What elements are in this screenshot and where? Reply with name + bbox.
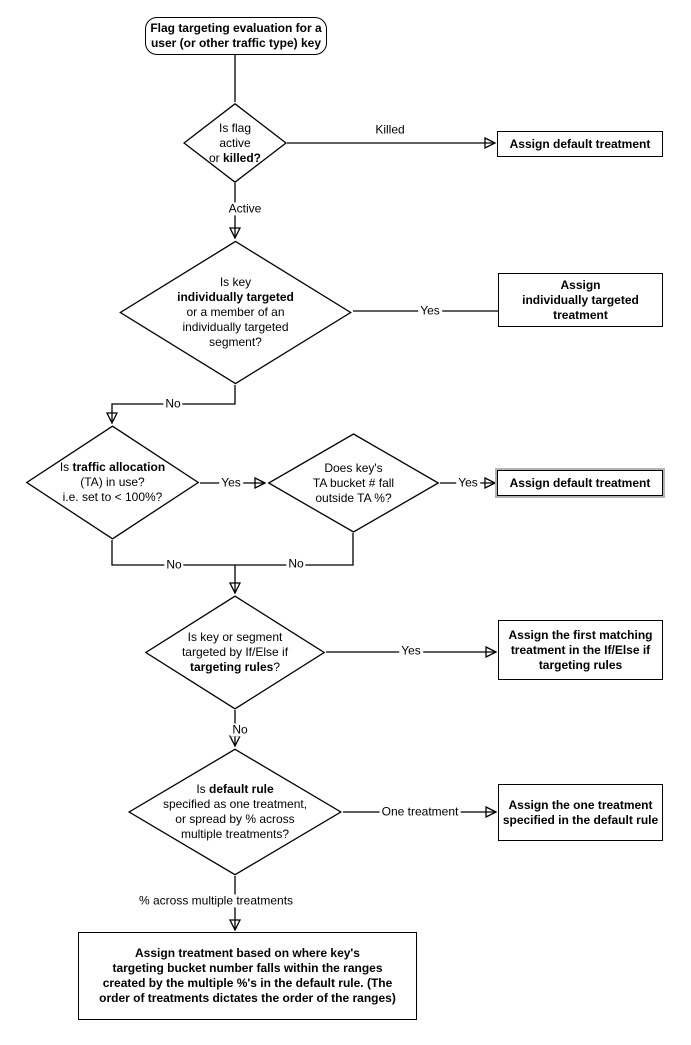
decision-individually-targeted-label: Is key individually targeted or a member…: [177, 275, 294, 349]
diamond-shape: [25, 425, 200, 540]
edge-label-no-bucket: No: [286, 556, 306, 571]
process-assign-one-treatment: Assign the one treatment specified in th…: [498, 784, 663, 841]
decision-traffic-allocation: Is traffic allocation (TA) in use? i.e. …: [25, 425, 200, 540]
edge-label-yes-bucket: Yes: [456, 475, 480, 490]
decision-flag-active: Is flag active or killed?: [183, 103, 287, 183]
edge-label-yes-rules: Yes: [399, 643, 423, 658]
diamond-shape: [183, 103, 287, 183]
diamond-shape: [144, 595, 326, 710]
decision-targeting-rules-label: Is key or segment targeted by If/Else if…: [181, 630, 289, 674]
decision-default-rule-label: Is default rule specified as one treatme…: [162, 782, 308, 841]
process-assign-default-killed-label: Assign default treatment: [509, 136, 651, 151]
process-assign-ranges-label: Assign treatment based on where key's ta…: [99, 946, 396, 1005]
decision-targeting-rules: Is key or segment targeted by If/Else if…: [144, 595, 326, 710]
node-start-label: Flag targeting evaluation for a user (or…: [150, 21, 322, 50]
decision-default-rule: Is default rule specified as one treatme…: [127, 748, 343, 876]
edge-label-yes-individually: Yes: [418, 303, 442, 318]
edge-label-one-treatment: One treatment: [379, 804, 461, 819]
edge-no-ta: [111, 540, 235, 566]
process-assign-default-bucket-label: Assign default treatment: [509, 475, 651, 490]
process-assign-ranges: Assign treatment based on where key's ta…: [78, 932, 417, 1020]
process-assign-first-matching-label: Assign the first matching treatment in t…: [508, 627, 653, 672]
decision-ta-bucket: Does key's TA bucket # fall outside TA %…: [267, 433, 440, 533]
process-assign-individually-targeted-label: Assign individually targeted treatment: [522, 277, 639, 322]
diamond-shape: [127, 748, 343, 876]
process-assign-first-matching: Assign the first matching treatment in t…: [498, 620, 663, 680]
edge-label-no-ta: No: [164, 557, 184, 572]
decision-flag-active-label: Is flag active or killed?: [208, 120, 262, 165]
decision-ta-bucket-label: Does key's TA bucket # fall outside TA %…: [312, 460, 395, 505]
diamond-shape: [118, 240, 353, 385]
node-start: Flag targeting evaluation for a user (or…: [145, 17, 327, 55]
diamond-shape: [267, 433, 440, 533]
decision-traffic-allocation-label: Is traffic allocation (TA) in use? i.e. …: [59, 460, 166, 504]
process-assign-default-killed: Assign default treatment: [497, 131, 663, 157]
edge-label-pct-multiple: % across multiple treatments: [136, 893, 296, 908]
process-assign-individually-targeted: Assign individually targeted treatment: [498, 273, 663, 327]
edge-label-active: Active: [226, 201, 264, 216]
edge-label-no-individually: No: [163, 396, 183, 411]
process-assign-one-treatment-label: Assign the one treatment specified in th…: [502, 797, 659, 827]
edge-label-yes-ta: Yes: [219, 475, 243, 490]
process-assign-default-bucket: Assign default treatment: [495, 468, 665, 498]
edge-no-bucket: [235, 533, 354, 566]
decision-individually-targeted: Is key individually targeted or a member…: [118, 240, 353, 385]
edge-label-killed: Killed: [373, 122, 407, 137]
edge-label-no-rules: No: [230, 722, 250, 737]
